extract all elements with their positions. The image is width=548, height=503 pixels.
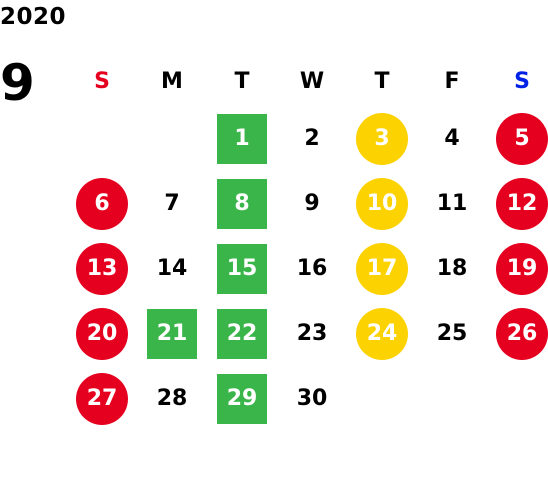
day-number: 12: [496, 177, 548, 230]
day-number: 1: [217, 113, 267, 164]
day-number: 29: [217, 373, 267, 424]
day-number: 5: [496, 112, 548, 165]
day-number: 20: [76, 307, 128, 360]
weekday-header: T: [234, 68, 250, 94]
weekday-header: S: [94, 68, 110, 94]
day-cell[interactable]: 14: [137, 236, 207, 301]
day-number: 7: [164, 191, 180, 216]
day-cell[interactable]: 26: [487, 301, 548, 366]
day-cell[interactable]: 20: [67, 301, 137, 366]
day-cell[interactable]: 2: [277, 106, 347, 171]
weekday-header: W: [299, 68, 325, 94]
day-cell[interactable]: 1: [207, 106, 277, 171]
day-cell[interactable]: 7: [137, 171, 207, 236]
day-number: 10: [356, 177, 408, 230]
day-cell[interactable]: 22: [207, 301, 277, 366]
day-cell[interactable]: 16: [277, 236, 347, 301]
day-cell[interactable]: 21: [137, 301, 207, 366]
day-number: 4: [444, 126, 460, 151]
day-number: 3: [356, 112, 408, 165]
day-cell[interactable]: 12: [487, 171, 548, 236]
weekday-header: S: [514, 68, 530, 94]
day-number: 19: [496, 242, 548, 295]
day-cell[interactable]: 10: [347, 171, 417, 236]
day-number: 22: [217, 308, 267, 359]
weekday-header: T: [374, 68, 390, 94]
day-cell[interactable]: 6: [67, 171, 137, 236]
day-cell[interactable]: 29: [207, 366, 277, 431]
day-cell[interactable]: 4: [417, 106, 487, 171]
day-number: 13: [76, 242, 128, 295]
day-cell[interactable]: 15: [207, 236, 277, 301]
day-number: 9: [304, 191, 320, 216]
weekday-header: M: [161, 68, 183, 94]
day-cell[interactable]: 27: [67, 366, 137, 431]
day-number: 30: [296, 386, 328, 411]
day-cell[interactable]: 9: [277, 171, 347, 236]
day-number: 25: [436, 321, 468, 346]
day-number: 23: [296, 321, 328, 346]
day-cell[interactable]: 5: [487, 106, 548, 171]
day-cell[interactable]: 23: [277, 301, 347, 366]
day-number: 11: [436, 191, 468, 216]
weekday-header: F: [444, 68, 460, 94]
day-cell[interactable]: 18: [417, 236, 487, 301]
day-number: 24: [356, 307, 408, 360]
day-number: 14: [156, 256, 188, 281]
day-number: 16: [296, 256, 328, 281]
year-label: 2020: [0, 4, 67, 30]
day-number: 8: [217, 178, 267, 229]
day-number: 17: [356, 242, 408, 295]
day-cell[interactable]: 11: [417, 171, 487, 236]
day-number: 18: [436, 256, 468, 281]
day-cell[interactable]: 25: [417, 301, 487, 366]
day-number: 2: [304, 126, 320, 151]
day-cell[interactable]: 28: [137, 366, 207, 431]
day-number: 27: [76, 372, 128, 425]
day-number: 21: [147, 308, 197, 359]
day-cell[interactable]: 17: [347, 236, 417, 301]
day-number: 6: [76, 177, 128, 230]
day-number: 15: [217, 243, 267, 294]
day-cell[interactable]: 24: [347, 301, 417, 366]
day-cell[interactable]: 8: [207, 171, 277, 236]
day-cell[interactable]: 3: [347, 106, 417, 171]
day-number: 28: [156, 386, 188, 411]
day-cell[interactable]: 30: [277, 366, 347, 431]
day-number: 26: [496, 307, 548, 360]
day-cell[interactable]: 13: [67, 236, 137, 301]
day-cell[interactable]: 19: [487, 236, 548, 301]
month-number: 9: [0, 54, 35, 112]
